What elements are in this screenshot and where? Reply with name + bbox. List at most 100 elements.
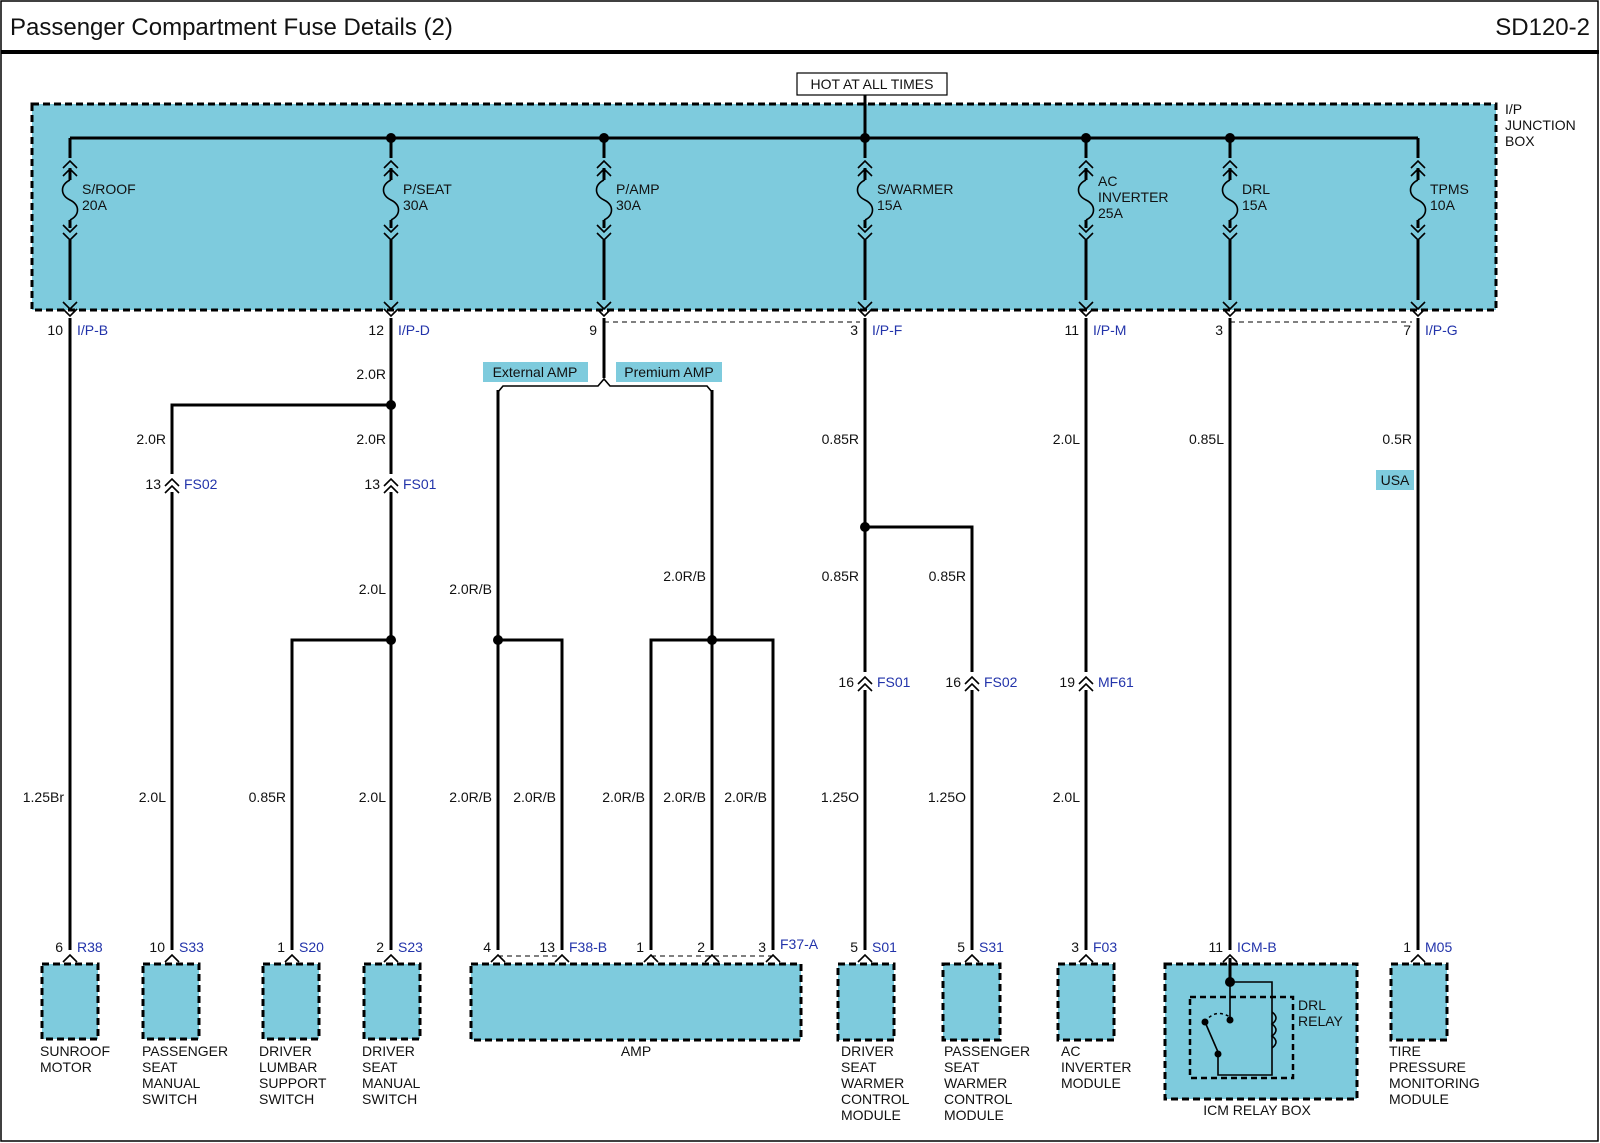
premium-amp-tag xyxy=(616,362,722,382)
connector-chevron xyxy=(857,682,873,692)
component-box xyxy=(1389,962,1449,1042)
jb-pin-number: 11 xyxy=(1064,322,1079,338)
wire-spec-label: 0.85R xyxy=(822,431,859,447)
component-box xyxy=(1163,962,1359,1101)
connector-chevron xyxy=(1078,953,1094,963)
usa-tag xyxy=(1376,470,1414,490)
inline-connector-id: FS02 xyxy=(184,476,218,492)
component-pin-number: 13 xyxy=(539,939,555,955)
relay-coil-wire xyxy=(1217,981,1273,1076)
fuse-element xyxy=(61,179,79,221)
wire-spec-label: 2.0R xyxy=(356,366,386,382)
connector-chevron xyxy=(704,953,720,963)
component-label: AMP xyxy=(621,1043,651,1059)
diagram-code: SD120-2 xyxy=(1495,14,1590,41)
jb-pin-number: 3 xyxy=(850,322,858,338)
connector-chevron xyxy=(383,224,399,234)
connector-chevron xyxy=(964,675,980,685)
splice xyxy=(386,400,396,410)
inline-pin-number: 13 xyxy=(364,476,380,492)
component-pin-number: 5 xyxy=(850,939,858,955)
wire-spec-label: 2.0L xyxy=(1053,789,1080,805)
connector-chevron xyxy=(643,953,659,963)
wire-spec-label: 2.0R/B xyxy=(663,789,706,805)
relay-contact xyxy=(1214,1050,1222,1058)
connector-chevron xyxy=(383,159,399,169)
component-box xyxy=(362,962,422,1041)
connector-chevron xyxy=(596,224,612,234)
component-pin: 2 xyxy=(697,939,720,963)
component-pin-number: 6 xyxy=(55,939,63,955)
connector-chevron xyxy=(383,301,399,311)
external-amp-label: External AMP xyxy=(493,364,578,380)
jb-connector-id: I/P-G xyxy=(1425,322,1458,338)
component-box xyxy=(1056,962,1116,1042)
connector-chevron xyxy=(1410,224,1426,234)
connector-chevron xyxy=(62,308,78,318)
component-pin-number: 1 xyxy=(277,939,285,955)
jb-pin-number: 10 xyxy=(47,322,63,338)
wire-spec-label: 0.5R xyxy=(1382,431,1412,447)
wire-spec-label: 2.0L xyxy=(359,581,386,597)
jb-connector-id: I/P-B xyxy=(77,322,108,338)
inline-connector: 13 FS01 xyxy=(364,474,437,494)
connector-chevron xyxy=(1078,224,1094,234)
connector-chevron xyxy=(62,953,78,963)
connector-chevron xyxy=(383,484,399,494)
jb-connector-id: I/P-M xyxy=(1093,322,1126,338)
connector-chevron xyxy=(164,477,180,487)
splice xyxy=(493,635,503,645)
connector-chevron xyxy=(554,953,570,963)
connector-chevron xyxy=(1078,159,1094,169)
connector-chevron xyxy=(1078,682,1094,692)
splice xyxy=(860,522,870,532)
hot-at-all-times-label: HOT AT ALL TIMES xyxy=(811,76,934,92)
connector-chevron xyxy=(1078,301,1094,311)
connector-chevron xyxy=(62,224,78,234)
inline-connector: 13 FS02 xyxy=(145,474,218,494)
splice xyxy=(386,635,396,645)
component-pin: 1 xyxy=(636,939,659,963)
component-pin-number: 2 xyxy=(697,939,705,955)
component-connector-id: M05 xyxy=(1425,939,1452,955)
jb-pin-number: 7 xyxy=(1403,322,1411,338)
amp-option-brace xyxy=(497,377,713,393)
inline-connector-id: FS01 xyxy=(403,476,437,492)
component-pin-number: 4 xyxy=(483,939,491,955)
wire-spec-label: 2.0L xyxy=(1053,431,1080,447)
connector-chevron xyxy=(964,682,980,692)
inline-pin-number: 13 xyxy=(145,476,161,492)
inline-connector-id: FS01 xyxy=(877,674,911,690)
connector-chevron xyxy=(1222,953,1238,963)
wire-spec-label: 2.0R xyxy=(356,431,386,447)
connector-chevron xyxy=(1078,675,1094,685)
wire-spec-label: 2.0R/B xyxy=(724,789,767,805)
component-connector-id: ICM-B xyxy=(1237,939,1277,955)
wire-spec-label: 1.25Br xyxy=(23,789,65,805)
splice xyxy=(707,635,717,645)
wire-spec-label: 2.0R/B xyxy=(449,581,492,597)
connector-chevron xyxy=(1410,953,1426,963)
jb-connector-id: I/P-F xyxy=(872,322,902,338)
ip-junction-box xyxy=(30,102,1498,312)
